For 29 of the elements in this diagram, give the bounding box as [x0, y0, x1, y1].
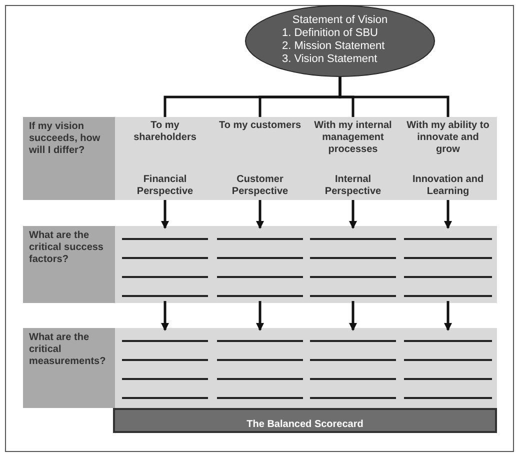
heading: Statement of Vision [291, 14, 389, 27]
arrow [161, 301, 169, 331]
column-question-text: With my internal management processes [313, 120, 393, 156]
scorecard-title: The Balanced Scorecard [246, 419, 364, 430]
perspective-text: Customer Perspective [230, 174, 290, 198]
arrow [444, 301, 452, 331]
question-text: What are the critical measurements? [29, 332, 107, 368]
list-text: 2. Mission Statement [282, 40, 386, 53]
column-question-text: To my shareholders [132, 120, 198, 144]
connector-line [338, 77, 450, 117]
column-question-text: With my ability to innovate and grow [406, 120, 490, 156]
perspective-text: Internal Perspective [324, 174, 382, 198]
list-text: 1. Definition of SBU [282, 27, 379, 40]
arrow [349, 200, 357, 229]
row-label-cell [23, 328, 115, 408]
arrow [444, 200, 452, 229]
arrow [256, 200, 264, 229]
row-label-cell [23, 226, 115, 303]
arrow [349, 301, 357, 331]
question-text: What are the critical success factors? [29, 230, 104, 266]
column-question-text: To my customers [218, 120, 302, 132]
question-text: If my vision succeeds, how will I differ? [29, 121, 102, 157]
row-label-cell [23, 117, 115, 200]
arrow [256, 301, 264, 331]
title-bar [113, 408, 497, 433]
list-text: 3. Vision Statement [282, 53, 378, 66]
perspective-text: Financial Perspective [136, 174, 194, 198]
perspective-text: Innovation and Learning [411, 174, 485, 198]
arrow [161, 200, 169, 229]
